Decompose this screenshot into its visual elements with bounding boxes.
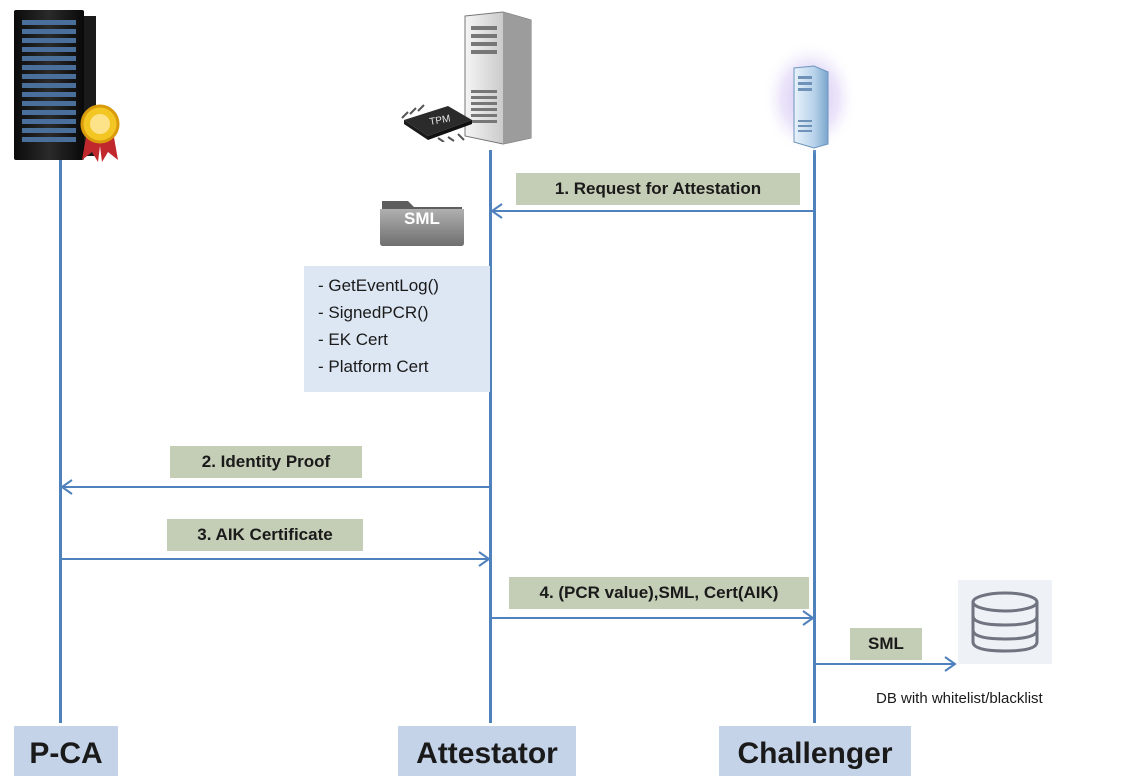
note-item: - Platform Cert bbox=[318, 357, 429, 376]
tower-server-icon bbox=[455, 10, 535, 145]
arrow-pcr-sml-cert bbox=[492, 610, 815, 626]
message-aik-certificate: 3. AIK Certificate bbox=[167, 519, 363, 551]
note-item: - EK Cert bbox=[318, 330, 388, 349]
folder-label: SML bbox=[404, 209, 440, 228]
award-ribbon-icon bbox=[78, 104, 122, 164]
arrow-sml-db bbox=[816, 656, 957, 672]
pca-lifeline bbox=[59, 150, 62, 723]
challenger-lifeline bbox=[813, 150, 816, 723]
message-identity-proof: 2. Identity Proof bbox=[170, 446, 362, 478]
glowing-server-icon bbox=[760, 40, 860, 160]
actor-label-pca: P-CA bbox=[14, 726, 118, 776]
actor-label-attestator: Attestator bbox=[398, 726, 576, 776]
message-pcr-sml-cert: 4. (PCR value),SML, Cert(AIK) bbox=[509, 577, 809, 609]
tpm-label: TPM bbox=[429, 113, 452, 127]
arrow-request-attestation bbox=[490, 203, 813, 219]
arrow-identity-proof bbox=[60, 479, 489, 495]
db-caption: DB with whitelist/blacklist bbox=[876, 690, 1043, 707]
note-item: - SignedPCR() bbox=[318, 303, 429, 322]
message-request-attestation: 1. Request for Attestation bbox=[516, 173, 800, 205]
tpm-chip-icon: TPM bbox=[398, 100, 476, 142]
database-icon bbox=[958, 580, 1052, 664]
arrow-aik-certificate bbox=[62, 551, 491, 567]
server-rack-icon bbox=[12, 8, 122, 164]
actor-label-challenger: Challenger bbox=[719, 726, 911, 776]
folder-icon: SML bbox=[378, 195, 466, 247]
note-item: - GetEventLog() bbox=[318, 276, 439, 295]
attestator-note: - GetEventLog() - SignedPCR() - EK Cert … bbox=[304, 266, 490, 392]
message-sml: SML bbox=[850, 628, 922, 660]
attestator-lifeline bbox=[489, 150, 492, 723]
